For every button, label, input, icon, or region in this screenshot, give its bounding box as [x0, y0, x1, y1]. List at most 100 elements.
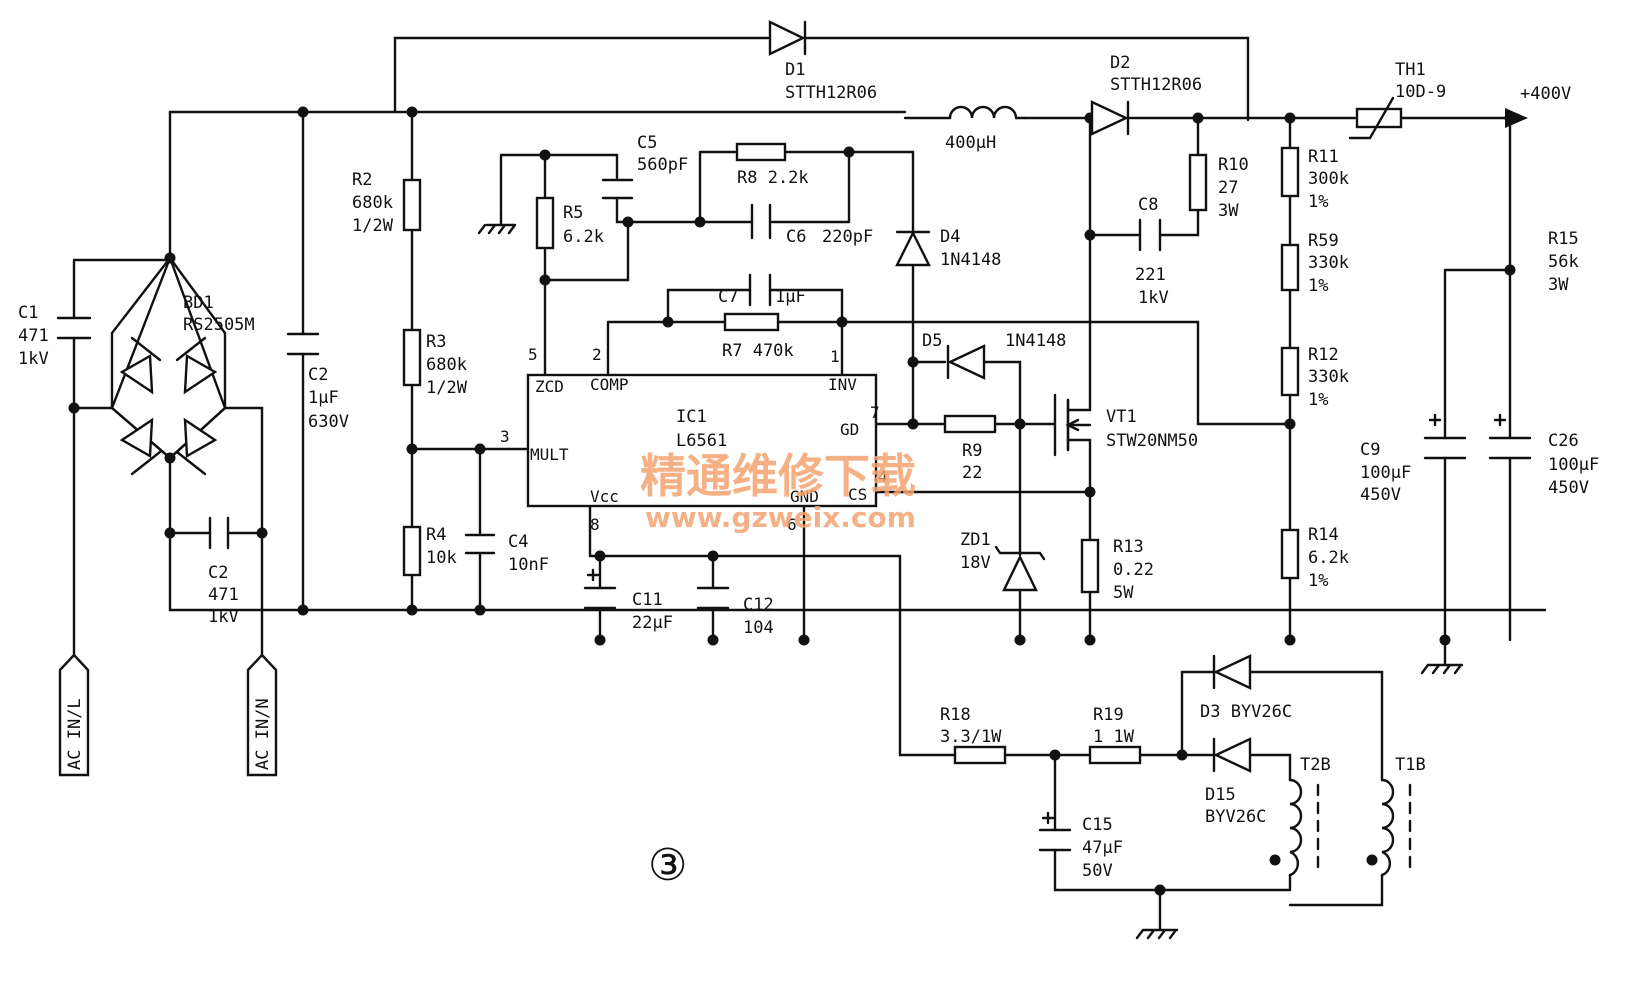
label-r7: R7 470k — [722, 341, 794, 361]
label-c9-voltage: 450V — [1360, 485, 1401, 505]
label-r19: R19 — [1093, 705, 1124, 725]
ground-symbol-top — [477, 213, 517, 235]
resistor-r12 — [1280, 346, 1300, 397]
label-r15: R15 — [1548, 229, 1579, 249]
label-bd1: BD1 — [183, 293, 214, 313]
pin-number-2: 2 — [592, 345, 602, 364]
resistor-r10 — [1188, 153, 1208, 212]
label-c2-471-voltage: 1kV — [208, 607, 239, 627]
label-c2-1uF-voltage: 630V — [308, 412, 349, 432]
label-r13-value: 0.22 — [1113, 560, 1154, 580]
label-c12-value: 104 — [743, 618, 774, 638]
resistor-r59 — [1280, 243, 1300, 292]
label-c26: C26 — [1548, 431, 1579, 451]
label-zd1-value: 18V — [960, 553, 991, 573]
label-r8: R8 2.2k — [737, 168, 809, 188]
capacitor-c5 — [601, 178, 634, 200]
labels: D1 STTH12R06 D2 STTH12R06 TH1 10D-9 +400… — [18, 53, 1599, 891]
label-c1-voltage: 1kV — [18, 349, 49, 369]
resistor-r3 — [402, 328, 422, 387]
label-c15: C15 — [1082, 815, 1113, 835]
label-c9-value: 100μF — [1360, 463, 1411, 483]
output-arrow — [1505, 108, 1528, 128]
winding-t1b — [1380, 778, 1412, 877]
pin-number-1: 1 — [830, 347, 840, 366]
capacitor-c7 — [748, 273, 772, 307]
label-c11: C11 — [632, 590, 663, 610]
label-r4-value: 10k — [426, 548, 457, 568]
resistor-r19 — [1088, 745, 1142, 765]
label-r59: R59 — [1308, 231, 1339, 251]
resistor-r13 — [1080, 538, 1100, 594]
ic1-pin-vcc: Vcc — [590, 487, 619, 506]
label-r3-power: 1/2W — [426, 378, 468, 398]
thermistor-th1 — [1348, 96, 1403, 140]
ic1-pin-gd: GD — [840, 420, 859, 439]
resistor-r7 — [723, 312, 780, 332]
capacitor-c4 — [464, 533, 496, 555]
label-r13-power: 5W — [1113, 583, 1134, 603]
diode-d3 — [1212, 654, 1252, 690]
pin-number-4: 4 — [878, 467, 888, 486]
label-r59-value: 330k — [1308, 253, 1349, 273]
label-vt1-value: STW20NM50 — [1106, 431, 1198, 451]
label-c8-voltage: 1kV — [1138, 288, 1169, 308]
capacitor-c2-471 — [208, 516, 230, 550]
label-d3: D3 BYV26C — [1200, 702, 1292, 722]
label-r11: R11 — [1308, 147, 1339, 167]
figure-number: ③ — [648, 840, 687, 891]
watermark-url: www.gzweix.com — [645, 501, 916, 534]
resistor-r18 — [953, 745, 1007, 765]
winding-t2b — [1288, 778, 1320, 877]
ic1-pin-gnd: GND — [790, 487, 819, 506]
label-ic1: IC1 — [676, 407, 707, 427]
label-r5: R5 — [563, 203, 583, 223]
label-r4: R4 — [426, 525, 446, 545]
ground-symbol-bottom — [1135, 928, 1179, 940]
ic1-pin-cs: CS — [848, 485, 867, 504]
diode-d4 — [895, 230, 931, 267]
label-c5: C5 — [637, 133, 657, 153]
ic1-pin-inv: INV — [828, 375, 857, 394]
mosfet-vt1 — [1065, 398, 1092, 452]
capacitor-c1 — [56, 316, 92, 340]
label-c2-471: C2 — [208, 563, 228, 583]
resistor-r8 — [735, 142, 787, 162]
label-c2-471-value: 471 — [208, 585, 239, 605]
label-c11-value: 22μF — [632, 613, 673, 633]
label-d1: D1 — [785, 60, 805, 80]
capacitor-c26 — [1488, 413, 1532, 460]
label-c4-value: 10nF — [508, 555, 549, 575]
label-c2-1uF: C2 — [308, 365, 328, 385]
label-d5: D5 — [922, 331, 942, 351]
label-r15-value: 56k — [1548, 252, 1579, 272]
label-c2-1uF-value: 1μF — [308, 388, 339, 408]
label-r2-power: 1/2W — [352, 216, 394, 236]
label-r59-tol: 1% — [1308, 276, 1328, 296]
diode-d15 — [1212, 737, 1252, 773]
label-r10: R10 — [1218, 155, 1249, 175]
label-vt1: VT1 — [1106, 407, 1137, 427]
label-c9: C9 — [1360, 440, 1380, 460]
diode-d1 — [768, 20, 807, 56]
resistor-r9 — [943, 414, 997, 434]
inductor-400uH — [903, 105, 1027, 120]
label-d1-value: STTH12R06 — [785, 83, 877, 103]
label-c1: C1 — [18, 303, 38, 323]
label-d4-value: 1N4148 — [940, 250, 1001, 270]
pin-number-7: 7 — [870, 403, 880, 422]
pin-number-8: 8 — [590, 515, 600, 534]
label-r3-value: 680k — [426, 355, 467, 375]
capacitor-c6 — [750, 203, 772, 240]
zener-zd1 — [994, 545, 1046, 592]
label-r10-power: 3W — [1218, 201, 1239, 221]
label-r9: R9 — [962, 441, 982, 461]
label-r12-tol: 1% — [1308, 390, 1328, 410]
label-c5-value: 560pF — [637, 155, 688, 175]
resistor-r11 — [1280, 146, 1300, 198]
ic1-pin-comp: COMP — [590, 375, 629, 394]
ac-in-l-connector — [58, 653, 90, 777]
ground-symbol-right — [1420, 638, 1464, 675]
pin-number-6: 6 — [787, 515, 797, 534]
label-r14-tol: 1% — [1308, 571, 1328, 591]
